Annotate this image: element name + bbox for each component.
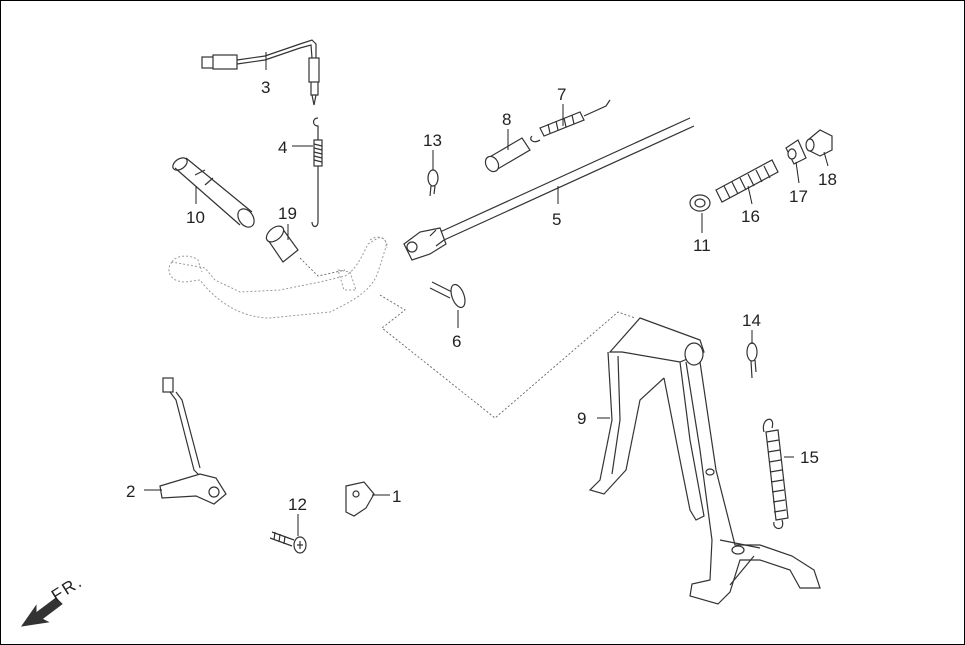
callout-16: 16 xyxy=(741,207,760,226)
adjust-spring-part xyxy=(715,159,779,203)
pivot-pipe-part xyxy=(172,157,255,228)
rubber-sleeve-part xyxy=(484,137,531,173)
front-direction-indicator: FR. xyxy=(20,572,86,627)
collar-part xyxy=(265,225,299,263)
callout-8: 8 xyxy=(502,110,511,129)
main-stand-part xyxy=(588,317,821,605)
cotter-pin-14-part xyxy=(746,342,758,379)
callout-12: 12 xyxy=(288,495,307,514)
callout-5: 5 xyxy=(552,210,561,229)
clevis-pin-part xyxy=(429,281,466,309)
front-label: FR. xyxy=(48,572,86,606)
callout-9: 9 xyxy=(577,409,586,428)
callout-11: 11 xyxy=(693,236,711,255)
front-arrow-icon xyxy=(20,597,63,627)
callout-19: 19 xyxy=(278,204,297,223)
assembly-line-stand xyxy=(379,294,636,419)
brake-pedal-ghost xyxy=(168,236,388,319)
stop-switch-cable-part xyxy=(201,39,320,106)
screw-part xyxy=(269,531,307,554)
callout-15: 15 xyxy=(800,448,819,467)
callout-1: 1 xyxy=(392,487,401,506)
callout-10: 10 xyxy=(186,208,205,227)
brake-arm-joint-part xyxy=(785,139,807,165)
callout-2: 2 xyxy=(126,482,135,501)
callout-3: 3 xyxy=(261,78,270,97)
callout-13: 13 xyxy=(423,131,442,150)
callout-7: 7 xyxy=(557,85,566,104)
callout-14: 14 xyxy=(742,311,761,330)
adjust-nut-part xyxy=(805,129,833,157)
brake-rod-part xyxy=(403,117,695,261)
switch-clip-part xyxy=(345,481,375,517)
switch-spring-part xyxy=(311,117,323,228)
side-stand-switch-part xyxy=(159,377,227,505)
assembly-line-pedal-rod xyxy=(299,257,346,277)
callout-leaders xyxy=(144,52,829,536)
brake-return-spring-part xyxy=(530,99,611,143)
callout-4: 4 xyxy=(278,138,287,157)
stand-spring-part xyxy=(762,418,789,530)
cotter-pin-13-part xyxy=(427,169,439,197)
callout-labels: 1 2 3 4 5 6 7 8 9 10 11 12 13 14 15 16 1… xyxy=(126,78,837,514)
callout-17: 17 xyxy=(789,187,808,206)
callout-6: 6 xyxy=(452,332,461,351)
callout-18: 18 xyxy=(818,170,837,189)
washer-part xyxy=(689,194,711,212)
